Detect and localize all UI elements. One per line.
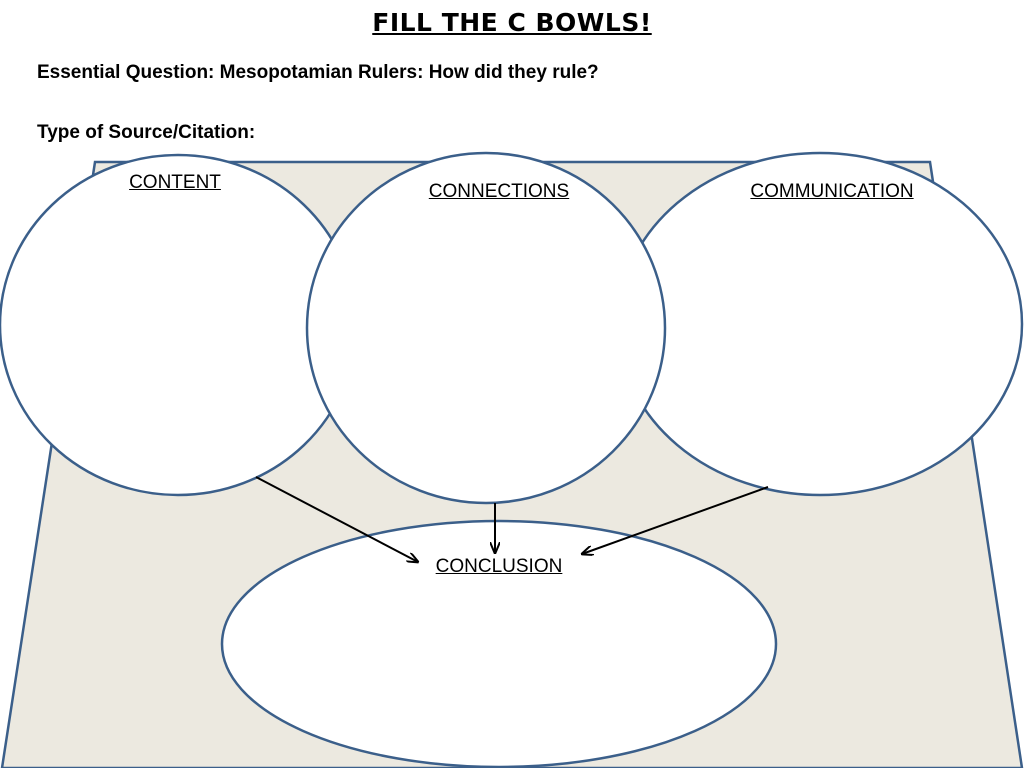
- conclusion-bowl: [220, 519, 778, 768]
- source-citation-label: Type of Source/Citation:: [37, 122, 256, 143]
- content-bowl: [0, 153, 358, 497]
- arrow-communication-to-conclusion: [582, 486, 769, 554]
- connections-bowl: [305, 151, 667, 505]
- page-title: FILL THE C BOWLS!: [372, 8, 652, 37]
- arrow-content-to-conclusion: [255, 476, 418, 562]
- conclusion-label: CONCLUSION: [435, 556, 563, 577]
- essential-question: Essential Question: Mesopotamian Rulers:…: [37, 62, 599, 83]
- communication-bowl: [616, 151, 1024, 497]
- content-label: CONTENT: [129, 172, 221, 193]
- connections-label: CONNECTIONS: [428, 181, 570, 202]
- communication-label: COMMUNICATION: [750, 181, 914, 202]
